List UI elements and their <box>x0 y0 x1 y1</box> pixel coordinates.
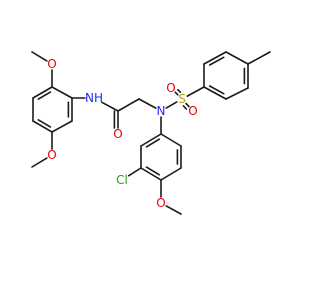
bond-tr4-me_t <box>247 51 271 65</box>
atom-o-meo5: O <box>47 148 56 162</box>
bond-s-os1-second <box>176 88 182 94</box>
atom-cl: Cl <box>116 173 128 187</box>
bond-s-os1 <box>174 91 179 96</box>
structure-canvas: O NH O O N S O O Cl O <box>31 51 271 215</box>
bond-b3-cl <box>127 167 142 177</box>
atom-o-meo2: O <box>47 57 56 71</box>
bond-tr5-tr6-inner <box>208 56 225 66</box>
bond-b4-b5 <box>160 167 182 181</box>
bond-o5-me5 <box>31 157 48 168</box>
atom-label-layer: O NH O O N S O O Cl O <box>47 57 197 210</box>
bond-c5-c6-inner <box>37 119 52 128</box>
atom-s: S <box>178 92 186 106</box>
bond-b1-b2 <box>140 133 162 147</box>
bond-tr5-tr6 <box>203 51 227 65</box>
bond-tr4-tr5 <box>225 51 249 65</box>
bond-nh-c_co <box>101 101 119 112</box>
atom-o-s2: O <box>188 104 197 118</box>
molecule-diagram: O NH O O N S O O Cl O <box>31 51 271 215</box>
bond-b3-b4-inner <box>145 166 161 176</box>
bond-n-s <box>165 101 178 109</box>
bond-tr2-tr3 <box>225 87 249 100</box>
bond-tr1-tr2-inner <box>208 85 225 95</box>
bond-b1-b2-inner <box>145 138 161 148</box>
bond-c2-c3 <box>51 86 73 99</box>
bond-o2-me2 <box>31 51 48 62</box>
atom-o-meo4: O <box>156 196 165 210</box>
atom-n-sulfonamide: N <box>157 104 166 118</box>
atom-nh: NH <box>85 91 103 105</box>
bond-c3-c4-inner <box>37 91 52 100</box>
atom-o-s1: O <box>166 81 175 95</box>
bond-tr1-tr2 <box>203 86 227 100</box>
bond-layer <box>31 51 271 215</box>
bond-s-os2-second <box>182 105 188 110</box>
bond-c5-c6 <box>32 120 53 133</box>
bond-ch2-n <box>138 98 157 109</box>
bond-c3-c4 <box>32 86 53 99</box>
bond-s-tr1 <box>186 86 205 97</box>
bond-o4-me4 <box>165 205 182 215</box>
atom-o-amide: O <box>113 127 122 141</box>
bond-c_co-ch2 <box>117 98 140 112</box>
bond-b3-b4 <box>140 167 162 181</box>
bond-s-os2 <box>185 102 190 108</box>
bond-c6-c1 <box>51 120 73 133</box>
bond-b6-b1 <box>160 133 182 147</box>
